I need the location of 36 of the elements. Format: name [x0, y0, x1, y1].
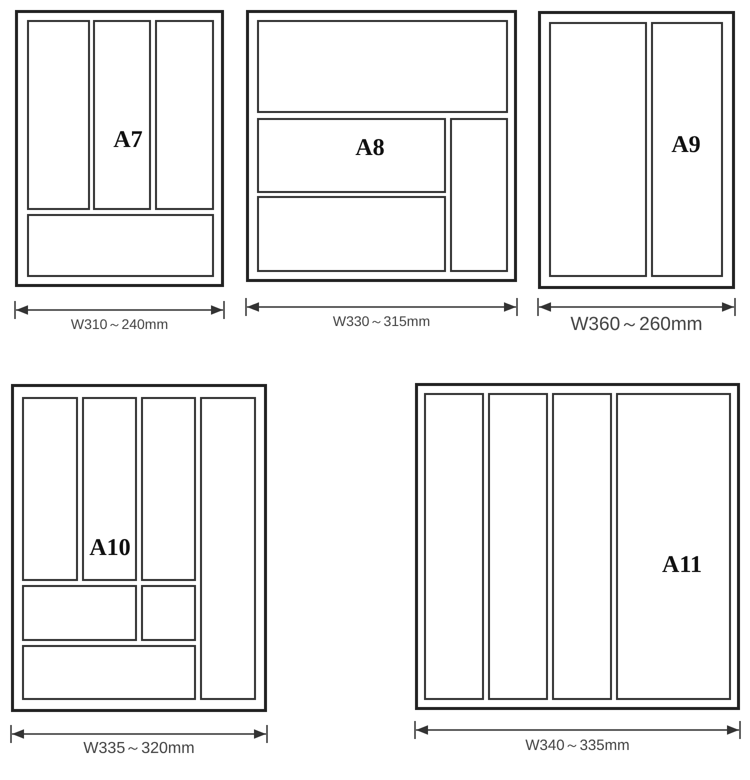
tray-outline [246, 10, 517, 282]
compartment [22, 397, 78, 581]
dimension-label: W310～240mm [70, 317, 168, 331]
compartment [27, 214, 214, 277]
compartment [488, 393, 548, 700]
compartment [200, 397, 256, 700]
model-label: A10 [89, 536, 131, 560]
compartment [27, 20, 90, 210]
compartment [424, 393, 484, 700]
tray-outline [15, 10, 224, 287]
compartment [552, 393, 612, 700]
dimension-label: W335～320mm [83, 741, 195, 757]
compartment [257, 20, 508, 113]
compartment [651, 22, 723, 277]
compartment [22, 585, 137, 641]
compartment [141, 585, 196, 641]
compartment [82, 397, 137, 581]
model-label: A8 [355, 136, 385, 160]
compartment [450, 118, 508, 272]
compartment [257, 196, 446, 272]
dimension-label: W340～335mm [525, 738, 630, 753]
compartment [22, 645, 196, 700]
compartment [141, 397, 196, 581]
model-label: A7 [113, 128, 143, 152]
tray-outline [415, 383, 740, 710]
compartment [93, 20, 151, 210]
compartment [257, 118, 446, 193]
model-label: A9 [671, 133, 701, 157]
compartment [155, 20, 214, 210]
dimension-label: W330～315mm [332, 314, 430, 328]
dimension-label: W360～260mm [570, 315, 702, 334]
compartment [616, 393, 731, 700]
compartment [549, 22, 647, 277]
tray-outline [11, 384, 267, 712]
tray-outline [538, 11, 735, 289]
model-label: A11 [662, 553, 702, 577]
